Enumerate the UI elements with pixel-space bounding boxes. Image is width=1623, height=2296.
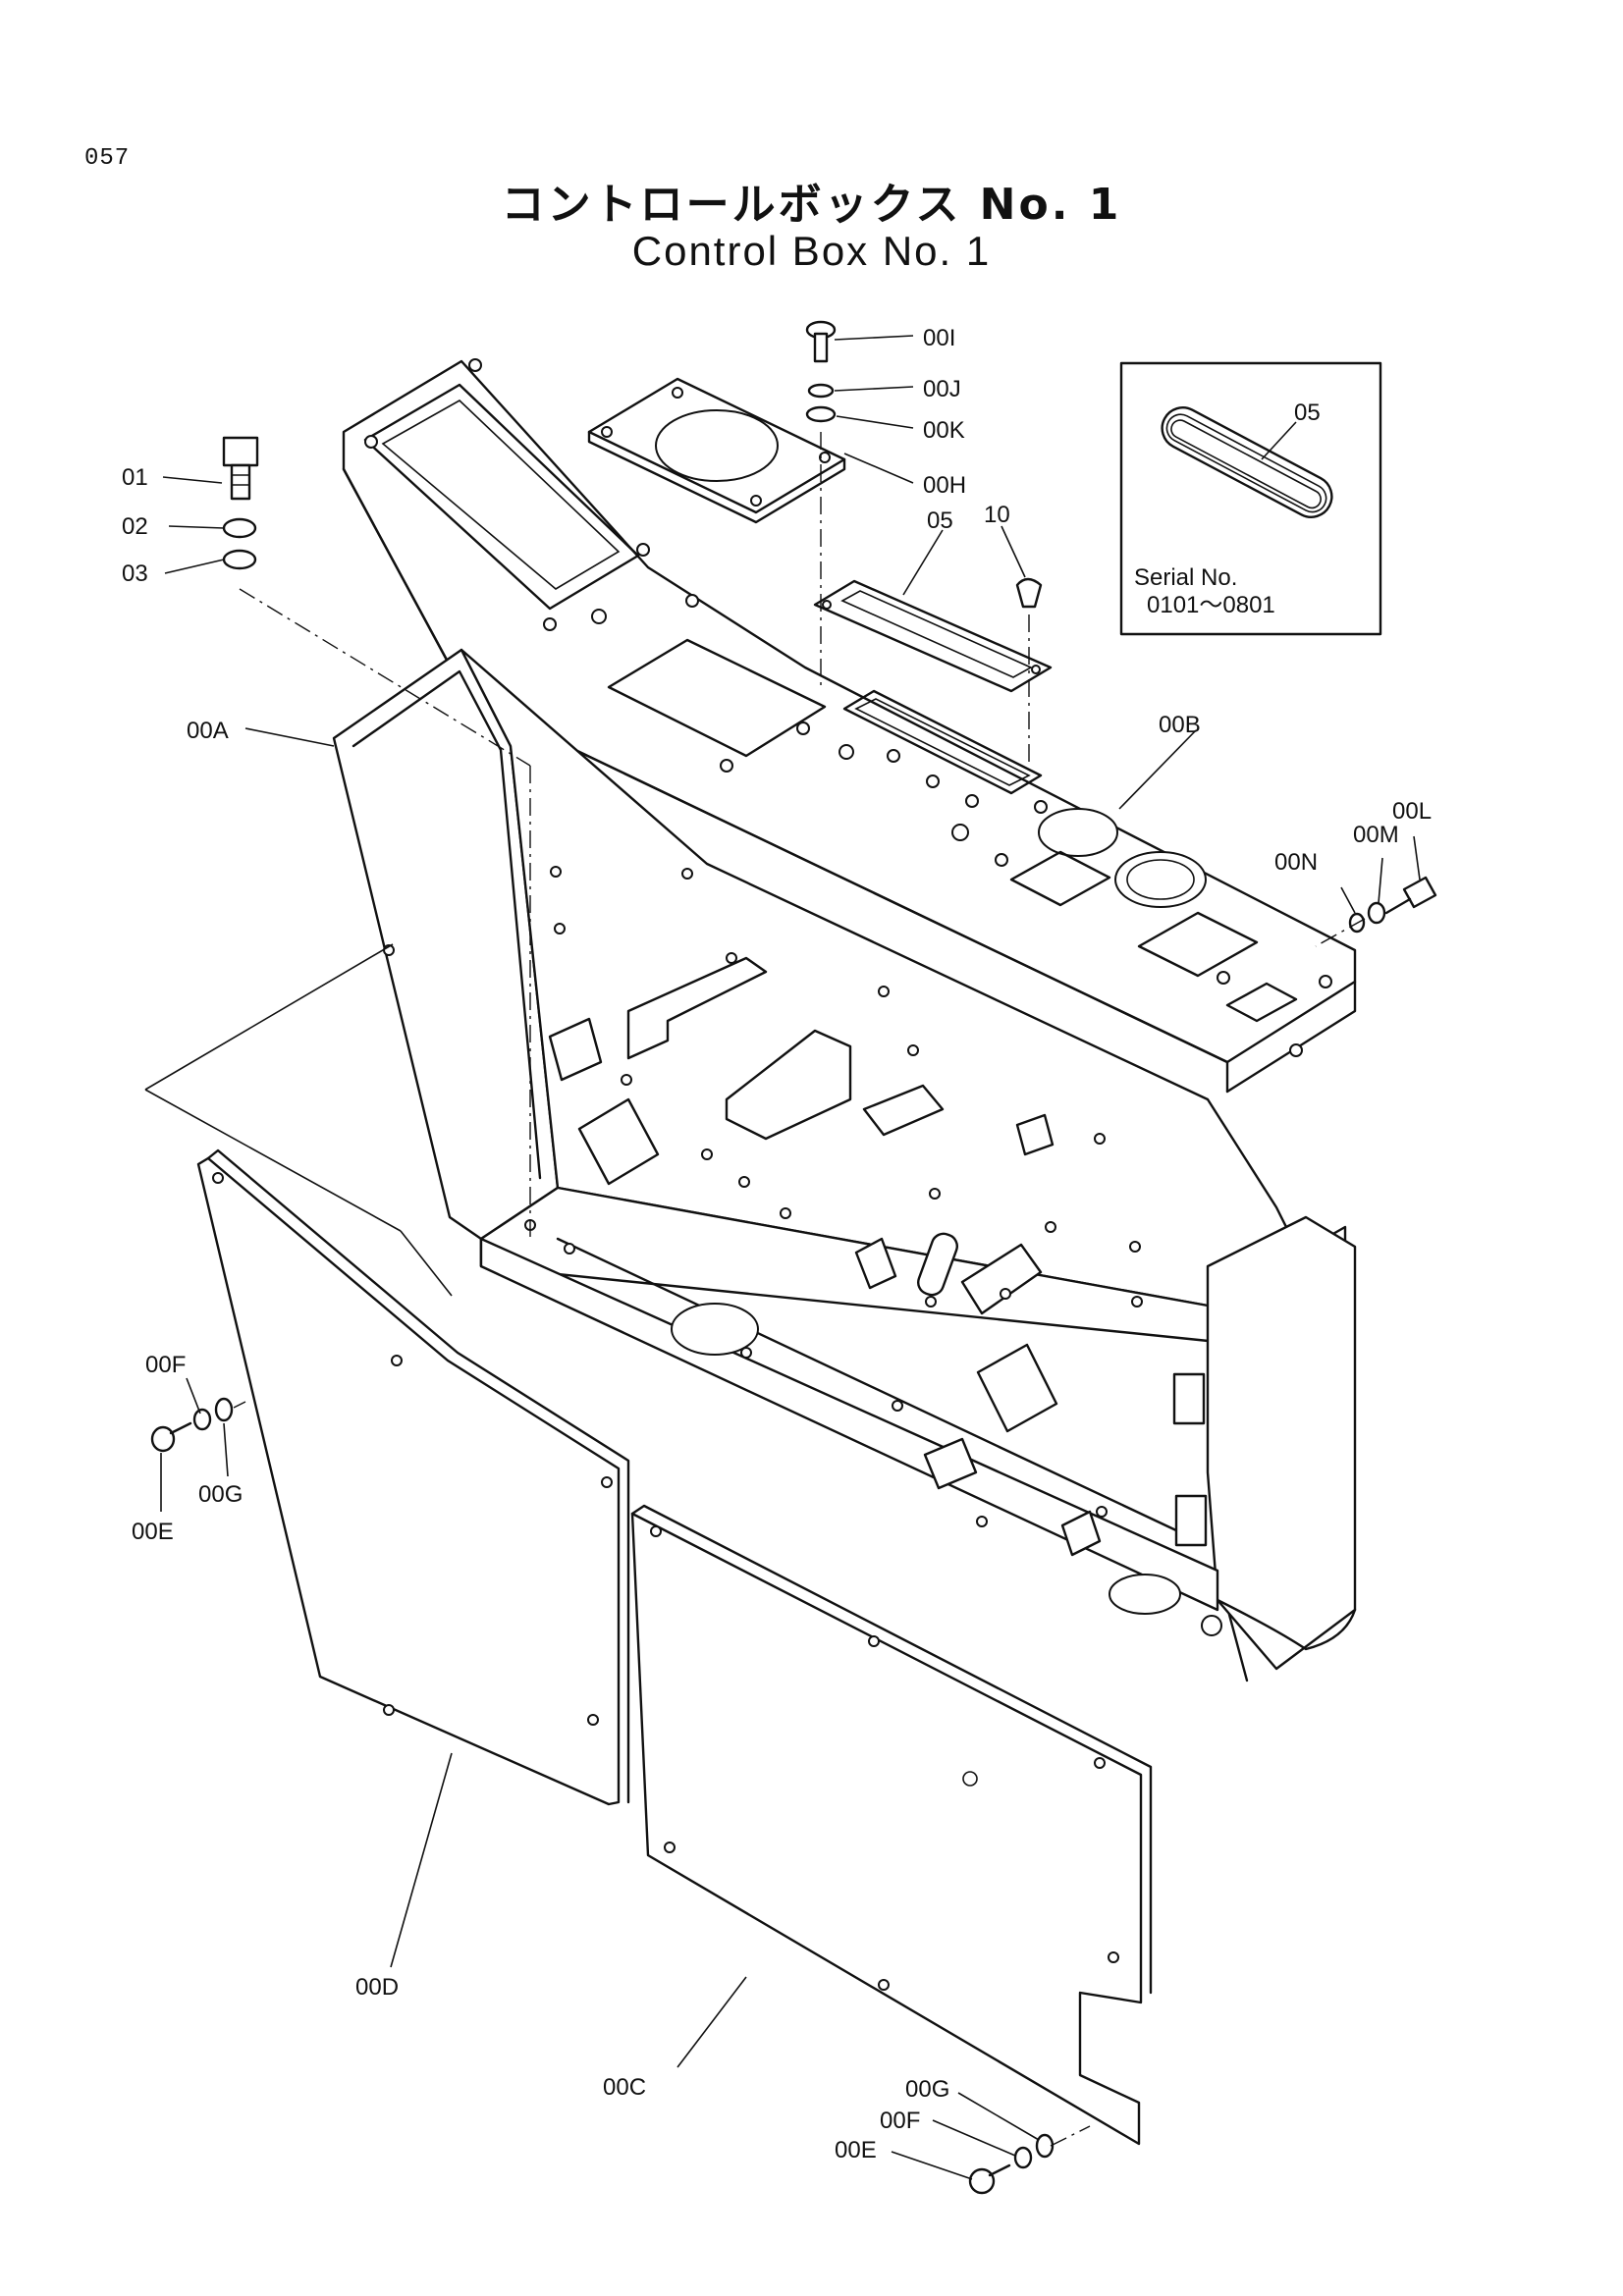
label-00E-left: 00E	[132, 1519, 174, 1545]
lower-panel-00C	[630, 1504, 1153, 2146]
bolt-00L	[1384, 876, 1437, 915]
label-00E-right: 00E	[835, 2137, 877, 2163]
label-02: 02	[122, 513, 148, 540]
slot-plate-05	[813, 579, 1053, 693]
bolt-00E-right	[968, 2163, 1011, 2195]
label-00G-left: 00G	[198, 1481, 243, 1508]
bolt-00E-left	[150, 1421, 192, 1453]
leader-lines	[160, 335, 1421, 2180]
washer-00F-left	[192, 1408, 212, 1431]
top-plate-holes	[364, 358, 1332, 1057]
washer-00F-right	[1013, 2146, 1033, 2169]
washer-00G-left	[214, 1397, 234, 1422]
label-10: 10	[984, 502, 1010, 528]
part-labels: 01 02 03 00A 00B 00I 00J 00K 00H 05 10 0…	[122, 325, 1432, 2163]
washer-00G-right	[1035, 2133, 1055, 2159]
top-cover-plate	[342, 358, 1357, 1094]
label-00L: 00L	[1392, 798, 1432, 825]
label-00H: 00H	[923, 472, 966, 499]
label-00K: 00K	[923, 417, 965, 444]
label-00D: 00D	[355, 1974, 399, 2001]
label-00B: 00B	[1159, 712, 1201, 738]
label-00C: 00C	[603, 2074, 646, 2101]
washer-00J	[807, 383, 835, 399]
washer-03	[222, 549, 257, 570]
washer-00M	[1367, 901, 1386, 925]
screw-00I	[805, 320, 837, 363]
label-00I: 00I	[923, 325, 955, 351]
label-05: 05	[927, 507, 953, 534]
label-00G-right: 00G	[905, 2076, 949, 2103]
page-number: 057	[84, 145, 131, 172]
side-panel-00D	[196, 1148, 630, 1806]
assembly-lines	[144, 432, 1366, 2147]
label-03: 03	[122, 561, 148, 587]
washer-00K	[805, 405, 837, 423]
label-01: 01	[122, 464, 148, 491]
title-japanese: コントロールボックス No. 1	[501, 180, 1122, 230]
main-control-box-body	[332, 648, 1357, 1682]
label-00J: 00J	[923, 376, 961, 402]
inset-serial-range: 0101～0801	[1147, 592, 1275, 618]
serial-inset-box: 05 Serial No. 0101～0801	[1119, 361, 1382, 636]
label-00F-left: 00F	[145, 1352, 186, 1378]
washer-02	[222, 517, 257, 539]
square-cover-00H	[587, 377, 846, 524]
clip-10	[1015, 577, 1043, 609]
bolt-01	[222, 436, 259, 501]
inset-gasket-drawing	[1161, 406, 1333, 518]
inset-part-label: 05	[1294, 400, 1321, 426]
label-00M: 00M	[1353, 822, 1399, 848]
label-00F-right: 00F	[880, 2108, 920, 2134]
box-holes	[383, 866, 1143, 1527]
inset-serial-label: Serial No.	[1134, 564, 1237, 591]
label-00A: 00A	[187, 718, 229, 744]
label-00N: 00N	[1274, 849, 1318, 876]
title-english: Control Box No. 1	[631, 228, 992, 274]
